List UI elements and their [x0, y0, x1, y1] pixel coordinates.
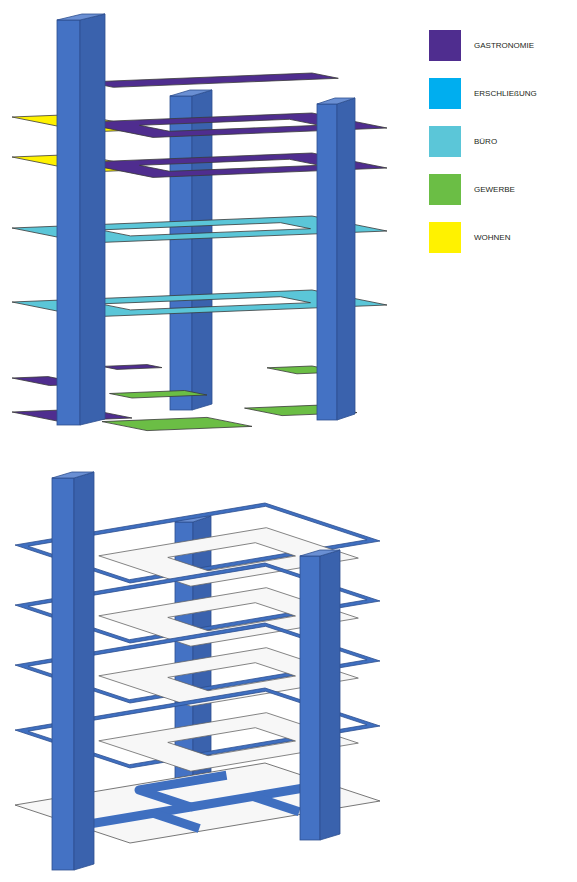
floor-slab	[102, 417, 252, 430]
use-diagram	[12, 14, 387, 431]
column-top	[317, 98, 355, 104]
column-side	[80, 14, 105, 425]
legend-entry: GEWERBE	[429, 174, 515, 206]
floor-slab	[87, 73, 338, 87]
circulation-diagram	[15, 472, 380, 870]
column	[300, 550, 340, 840]
column	[57, 14, 105, 425]
floor-slab	[102, 365, 162, 370]
column-side	[74, 472, 94, 870]
column-face	[317, 104, 337, 420]
column-side	[320, 550, 340, 840]
column	[52, 472, 94, 870]
circulation-path	[153, 813, 199, 828]
column-top	[300, 550, 340, 556]
legend-swatch	[429, 174, 461, 205]
legend-swatch	[429, 30, 461, 61]
legend-swatch	[429, 126, 461, 157]
column-top	[57, 14, 105, 20]
legend-label: GASTRONOMIE	[474, 30, 534, 61]
column-top	[170, 90, 212, 96]
legend-entry: WOHNEN	[429, 222, 510, 254]
column-side	[337, 98, 355, 420]
legend-label: GEWERBE	[474, 174, 515, 205]
column-face	[57, 20, 80, 425]
legend-swatch	[429, 78, 461, 109]
column-side	[192, 90, 212, 410]
legend-entry: BÜRO	[429, 126, 497, 158]
column-side	[193, 516, 211, 790]
legend-swatch	[429, 222, 461, 253]
column	[317, 98, 355, 420]
column-face	[300, 556, 320, 840]
column-face	[170, 96, 192, 410]
legend-entry: GASTRONOMIE	[429, 30, 534, 62]
legend-label: BÜRO	[474, 126, 497, 157]
column	[170, 90, 212, 410]
legend-entry: ERSCHLIEßUNG	[429, 78, 537, 110]
floor-slab	[110, 391, 208, 399]
circulation-path	[253, 797, 299, 812]
legend-label: ERSCHLIEßUNG	[474, 78, 537, 109]
column-top	[52, 472, 94, 478]
column-face	[52, 478, 74, 870]
legend-label: WOHNEN	[474, 222, 510, 253]
